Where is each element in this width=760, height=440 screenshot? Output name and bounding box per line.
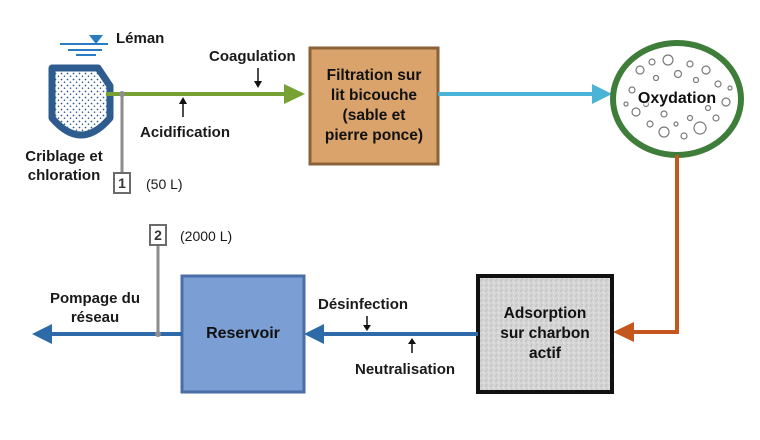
flow-line-oxidized bbox=[632, 155, 679, 334]
adsorption-box bbox=[476, 274, 614, 394]
flow-arrow-to-network bbox=[32, 324, 52, 344]
network-label-text: Pompage du réseau bbox=[49, 290, 140, 326]
coagulation-label: Coagulation bbox=[209, 48, 296, 65]
filtration-label: Filtration sur lit bicouche (sable et pi… bbox=[312, 50, 436, 162]
reservoir-label-text: Reservoir bbox=[206, 324, 280, 342]
filtration-box bbox=[308, 46, 440, 166]
junction-dot-network bbox=[155, 331, 161, 337]
filtration-label-text: Filtration sur lit bicouche (sable et pi… bbox=[324, 66, 424, 145]
reservoir-box bbox=[180, 274, 306, 394]
adsorption-label-text: Adsorption sur charbon actif bbox=[500, 304, 590, 363]
adsorption-label: Adsorption sur charbon actif bbox=[480, 278, 610, 390]
screening-tank-icon bbox=[48, 64, 114, 139]
flow-arrow-to-reservoir bbox=[304, 324, 324, 344]
tank2-volume: (2000 L) bbox=[180, 228, 233, 244]
tank1-volume: (50 L) bbox=[146, 176, 183, 192]
neutralisation-label: Neutralisation bbox=[355, 361, 456, 378]
lake-surface-icon bbox=[60, 35, 108, 56]
reservoir-label: Reservoir bbox=[184, 278, 302, 390]
disinfection-label: Désinfection bbox=[318, 296, 409, 313]
acidification-label: Acidification bbox=[140, 124, 231, 141]
screening-label: Criblage et chloration bbox=[14, 148, 114, 186]
flow-arrow-to-filtration bbox=[284, 84, 305, 104]
network-label: Pompage du réseau bbox=[40, 290, 150, 328]
flow-arrow-to-oxidation bbox=[592, 84, 612, 104]
tank2-tag: 2 bbox=[149, 224, 167, 246]
screening-label-text: Criblage et chloration bbox=[25, 148, 103, 184]
oxidation-label-text: Oxydation bbox=[637, 89, 717, 107]
tank1-tag: 1 bbox=[113, 172, 131, 194]
oxidation-label: Oxydation bbox=[613, 84, 741, 114]
flow-arrow-to-adsorption bbox=[613, 322, 634, 342]
lake-label: Léman bbox=[116, 30, 165, 47]
